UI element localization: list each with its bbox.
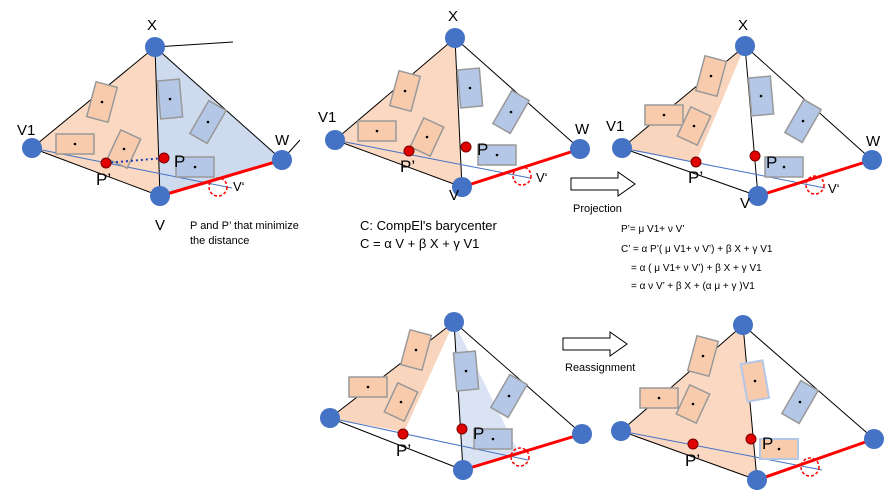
panel-barycenter: X V1 W V P P’ V‘ C: CompEl's barycenter … [318,8,590,251]
panel-original: X V1 W V P P’ V‘ P and P’ that minimize … [17,17,301,247]
point-p [456,423,468,435]
edge-vw [461,147,581,189]
v-prime-marker [800,457,820,477]
point-p-prime [100,157,112,169]
vertex-x [445,28,465,48]
point-p [158,152,170,164]
label-v: V [155,217,165,234]
equation-c1: C’ = α P’( μ V1+ ν V’) + β X + γ V1 [621,244,773,255]
vertex-v1 [612,138,632,158]
vertex-w [570,139,590,159]
equation-c3: = α ν V’ + β X + (α μ + γ )V1 [631,281,755,292]
label-p: P [477,140,488,159]
label-w: W [275,132,290,149]
vertex-x [733,315,753,335]
v-prime-marker [805,175,825,195]
reassignment-arrow: Reassignment [562,331,635,374]
vertex-v [150,186,170,206]
v-prime-marker [208,177,228,197]
vertex-v [453,460,473,480]
vertex-w [572,424,592,444]
caption-barycenter-2: C = α V + β X + γ V1 [360,236,479,251]
caption-minimize-2: the distance [190,235,249,247]
vertex-v [747,470,767,490]
point-p-prime [687,438,699,450]
vertex-x [735,36,755,56]
label-p: P [762,434,773,453]
label-w: W [866,133,881,150]
vertex-v1 [611,421,631,441]
point-p [749,150,761,162]
equation-c2: = α ( μ V1+ ν V’) + β X + γ V1 [631,263,762,274]
vertex-w [272,150,292,170]
point-p-prime [403,145,415,157]
vertex-v [748,186,768,206]
point-p [745,433,757,445]
label-p-prime: P’ [400,157,415,176]
label-v1: V1 [606,118,624,135]
label-p-prime: P’ [96,170,111,189]
vertex-x [444,312,464,332]
label-x: X [147,17,157,34]
point-p [460,141,472,153]
caption-minimize-1: P and P’ that minimize [190,220,299,232]
orange-region [622,46,745,162]
label-p-prime: P’ [688,168,703,187]
label-v: V [449,187,459,204]
label-p-prime: P’ [396,441,411,460]
label-p-prime: P’ [685,451,700,470]
label-v-prime: V‘ [233,179,245,194]
label-x: X [738,17,748,34]
panel-after-reassignment: P P’ [611,315,884,490]
label-v1: V1 [17,122,35,139]
v-prime-marker [512,166,532,186]
edge-vw [462,432,583,472]
projection-arrow: Projection [570,171,636,215]
label-v1: V1 [318,109,336,126]
label-p: P [473,424,484,443]
label-projection: Projection [573,203,622,215]
panel-projection: X V1 W V P P’ V‘ [606,17,882,212]
vertex-x [145,37,165,57]
edge-vw [757,158,873,198]
vertex-w [862,150,882,170]
equations: P’= μ V1+ ν V’ C’ = α P’( μ V1+ ν V’) + … [621,224,773,292]
orange-region [335,38,462,187]
vertex-v1 [320,408,340,428]
label-x: X [448,8,458,25]
point-p-prime [690,156,702,168]
label-v: V [740,195,750,212]
label-w: W [575,121,590,138]
label-p: P [174,152,185,171]
label-p: P [766,153,777,172]
vertex-v [452,177,472,197]
label-v-prime: V‘ [536,170,548,185]
vertex-v1 [325,130,345,150]
point-p-prime [397,428,409,440]
label-reassignment: Reassignment [565,362,635,374]
vertex-w [864,429,884,449]
vertex-v1 [22,138,42,158]
caption-barycenter-1: C: CompEl's barycenter [360,218,498,233]
panel-before-reassignment: P P’ [320,312,592,480]
pointer-line [154,41,234,48]
v-prime-marker [510,447,530,467]
equation-p-prime: P’= μ V1+ ν V’ [621,224,685,235]
label-v-prime: V‘ [828,181,840,196]
